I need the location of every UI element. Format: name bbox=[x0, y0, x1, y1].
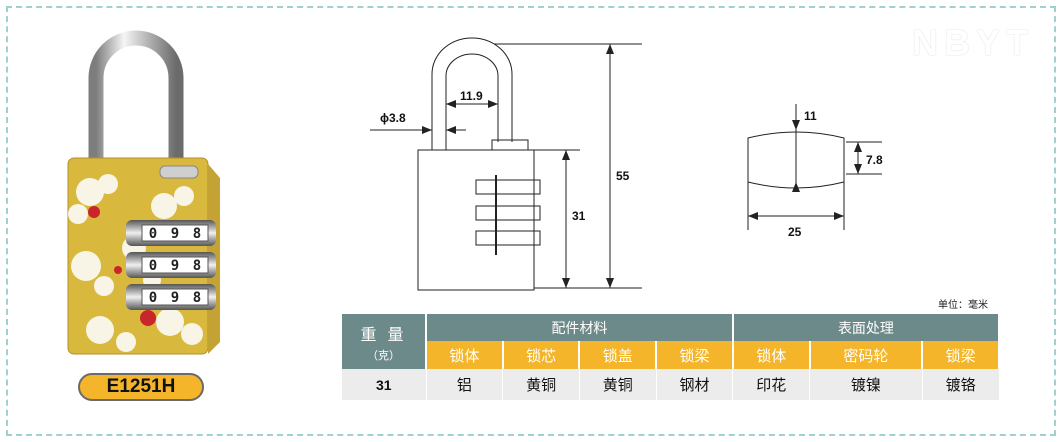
column-header: 锁梁 bbox=[922, 341, 1000, 369]
brand-watermark: NBYT bbox=[912, 22, 1034, 63]
table-cell: 黄铜 bbox=[502, 369, 580, 400]
dim-shackle-diameter: ϕ3.8 bbox=[380, 111, 406, 125]
model-label: E1251H bbox=[78, 373, 204, 401]
dim-body-height: 31 bbox=[572, 209, 586, 223]
table-cell: 黄铜 bbox=[579, 369, 657, 400]
dim-shackle-width: 11.9 bbox=[460, 89, 483, 103]
dial-digit: 0 bbox=[149, 290, 157, 306]
column-header: 密码轮 bbox=[809, 341, 924, 369]
table-cell: 钢材 bbox=[656, 369, 734, 400]
dial-digit: 8 bbox=[193, 290, 201, 306]
column-header: 锁梁 bbox=[656, 341, 734, 369]
column-header: 锁体 bbox=[426, 341, 504, 369]
table-cell: 铝 bbox=[426, 369, 504, 400]
weight-header-cell: 重 量 （克） bbox=[342, 314, 427, 369]
dial-digit: 9 bbox=[171, 290, 179, 306]
weight-header: 重 量 bbox=[360, 324, 407, 344]
dial-digit: 8 bbox=[193, 226, 201, 242]
weight-unit: （克） bbox=[367, 348, 400, 362]
dimension-drawing: 55 31 11.9 ϕ3.8 11 7.8 25 bbox=[370, 37, 883, 291]
unit-label: 单位：毫米 bbox=[938, 300, 988, 311]
weight-value: 31 bbox=[342, 369, 427, 400]
column-header: 锁体 bbox=[732, 341, 811, 369]
parts-material-header: 配件材料 bbox=[426, 314, 734, 341]
table-cell: 印花 bbox=[732, 369, 811, 400]
page-frame bbox=[6, 6, 1056, 436]
dim-body-thickness: 11 bbox=[804, 109, 817, 123]
dial-digit: 0 bbox=[149, 226, 157, 242]
dial-digit: 0 bbox=[149, 258, 157, 274]
table-cell: 镀镍 bbox=[809, 369, 923, 400]
spec-table: 重 量 （克） 配件材料 表面处理 锁体 锁芯 锁盖 锁梁 锁体 密码轮 锁梁 … bbox=[342, 314, 1001, 400]
padlock-photo: 0 9 8 0 9 8 0 9 8 bbox=[67, 30, 220, 355]
dial-digit: 9 bbox=[171, 258, 179, 274]
column-header: 锁芯 bbox=[502, 341, 581, 369]
dim-edge-thickness: 7.8 bbox=[866, 153, 883, 167]
dim-body-width: 25 bbox=[788, 225, 802, 239]
table-cell: 镀铬 bbox=[922, 369, 1000, 400]
column-header: 锁盖 bbox=[579, 341, 658, 369]
surface-finish-header: 表面处理 bbox=[732, 314, 1001, 341]
dial-digit: 8 bbox=[193, 258, 201, 274]
dial-digit: 9 bbox=[171, 226, 179, 242]
dim-total-height: 55 bbox=[616, 169, 630, 183]
